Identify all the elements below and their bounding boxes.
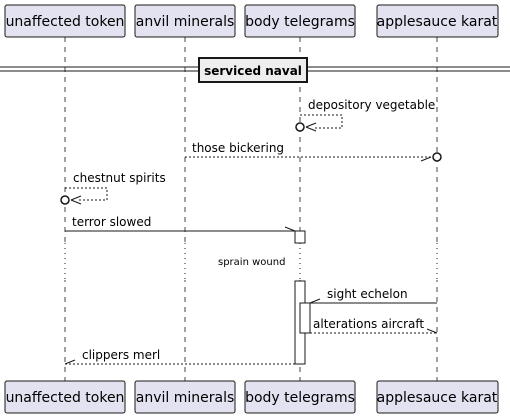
message-label: terror slowed <box>72 215 151 229</box>
lifelines <box>64 37 438 381</box>
message-label: alterations aircraft <box>313 317 424 331</box>
participant-label: unaffected token <box>6 390 125 406</box>
participant-label: anvil minerals <box>136 390 235 406</box>
participant-unaffected-token-bottom[interactable]: unaffected token <box>4 380 126 414</box>
message-label: chestnut spirits <box>73 171 166 185</box>
participants-top: unaffected token anvil minerals body tel… <box>4 4 499 38</box>
circle-endpoint-icon <box>295 122 305 132</box>
message-clippers-merl: clippers merl <box>64 348 295 365</box>
participant-label: anvil minerals <box>136 14 235 30</box>
divider-box <box>198 57 308 83</box>
delay-mask <box>0 243 510 280</box>
message-depository-vegetable: depository vegetable <box>295 98 435 132</box>
circle-endpoint-icon <box>60 195 70 205</box>
participant-applesauce-karat[interactable]: applesauce karat <box>376 4 499 38</box>
message-sight-echelon: sight echelon <box>309 287 437 304</box>
participant-label: applesauce karat <box>377 14 498 30</box>
participant-body-telegrams-bottom[interactable]: body telegrams <box>244 380 356 414</box>
participant-label: body telegrams <box>245 390 355 406</box>
messages: depository vegetable those bickering che… <box>60 98 442 365</box>
participant-anvil-minerals[interactable]: anvil minerals <box>134 4 236 38</box>
message-chestnut-spirits: chestnut spirits <box>60 171 166 205</box>
participant-label: applesauce karat <box>377 390 498 406</box>
divider: serviced naval <box>0 57 510 83</box>
activation-body-1 <box>294 230 306 244</box>
participant-label: body telegrams <box>245 14 355 30</box>
participant-unaffected-token[interactable]: unaffected token <box>4 4 126 38</box>
message-label: clippers merl <box>82 348 160 362</box>
message-label: those bickering <box>192 141 284 155</box>
delay-label: sprain wound <box>218 257 285 268</box>
activation-body-3 <box>299 302 311 334</box>
participants-bottom: unaffected token anvil minerals body tel… <box>4 380 499 414</box>
circle-endpoint-icon <box>432 152 442 162</box>
participant-anvil-minerals-bottom[interactable]: anvil minerals <box>134 380 236 414</box>
participant-applesauce-karat-bottom[interactable]: applesauce karat <box>376 380 499 414</box>
message-label: sight echelon <box>327 287 408 301</box>
activations <box>294 230 311 365</box>
delay-section: sprain wound <box>0 243 510 280</box>
message-terror-slowed: terror slowed <box>65 215 296 232</box>
message-those-bickering: those bickering <box>185 141 442 162</box>
divider-label: serviced naval <box>204 64 302 78</box>
participant-label: unaffected token <box>6 14 125 30</box>
participant-body-telegrams[interactable]: body telegrams <box>244 4 356 38</box>
message-label: depository vegetable <box>308 98 435 112</box>
message-alterations-aircraft: alterations aircraft <box>310 317 438 334</box>
